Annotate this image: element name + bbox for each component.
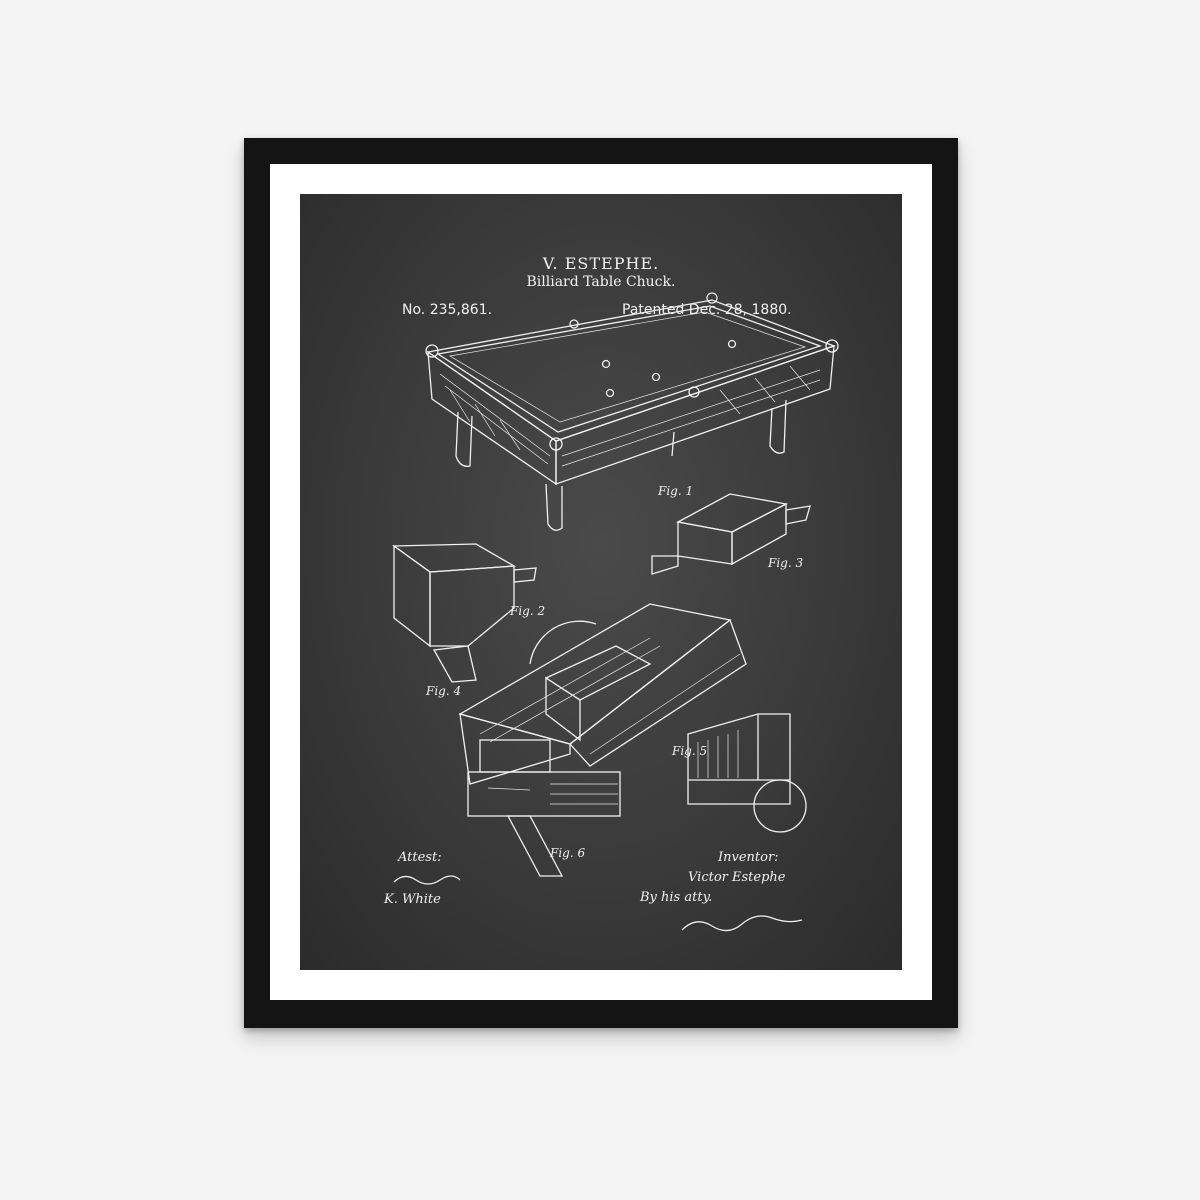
fig2-chuck-drawing (392, 543, 537, 683)
fig2-label: Fig. 2 (510, 604, 546, 618)
patent-title: Billiard Table Chuck. (526, 274, 676, 290)
inventor-signature: Victor Estephe (688, 870, 786, 885)
witness-signature: K. White (384, 892, 441, 907)
fig4-rail-drawing (458, 603, 747, 785)
fig5-label: Fig. 5 (672, 744, 708, 758)
attorney-signature-flourish (681, 915, 803, 932)
patent-drawing (392, 292, 839, 932)
inventor-label: Inventor: (718, 850, 779, 865)
witness-signature-flourish (393, 875, 461, 885)
attest-label: Attest: (398, 850, 442, 865)
billiard-table-drawing (425, 292, 839, 531)
inventor-name: V. ESTEPHE. (542, 254, 660, 273)
fig4-label: Fig. 4 (426, 684, 462, 698)
by-attorney-text: By his atty. (640, 890, 713, 905)
fig3-label: Fig. 3 (768, 556, 804, 570)
fig1-label: Fig. 1 (658, 484, 694, 498)
chalkboard-patent-print: V. ESTEPHE. Billiard Table Chuck. No. 23… (300, 194, 902, 970)
fig3-chuck-drawing (651, 493, 811, 575)
fig6-section-drawing (467, 739, 621, 877)
patent-number: No. 235,861. (402, 302, 493, 318)
fig5-corner-drawing (687, 713, 807, 833)
fig6-label: Fig. 6 (550, 846, 586, 860)
